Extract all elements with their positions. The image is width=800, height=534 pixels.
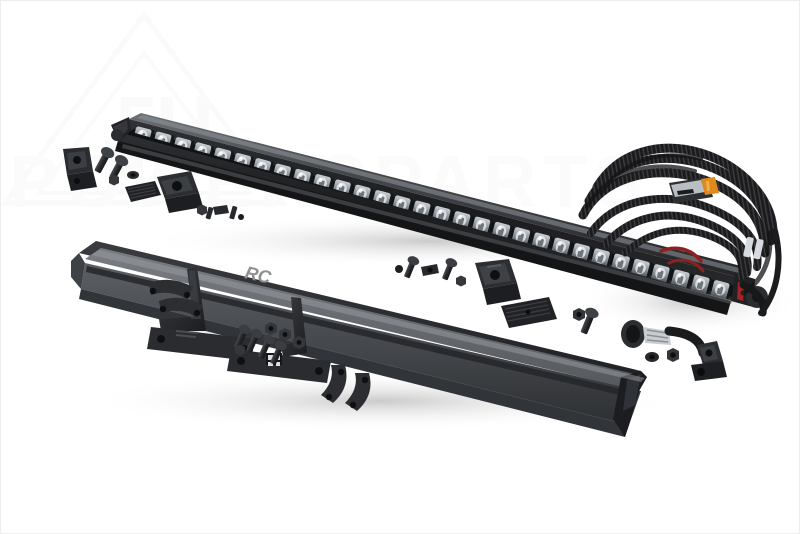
curved-shim-3: [321, 365, 347, 403]
curved-shim-2: [159, 297, 203, 317]
curved-shim-1: [149, 279, 193, 299]
hardware-cluster-bottom-right: [645, 341, 727, 381]
led-element: [690, 274, 713, 297]
wiring-harness: [578, 143, 782, 358]
l-bracket-1: [63, 147, 97, 191]
rubber-pad-small: [125, 181, 161, 202]
l-bracket-large: [475, 259, 521, 305]
grille-rail: RC: [71, 241, 647, 437]
rubber-pad-large: [501, 297, 557, 328]
curved-shim-4: [345, 373, 371, 411]
hardware-cluster-center: [395, 256, 599, 335]
curved-shims: [149, 279, 371, 411]
small-parts-row-1: [205, 205, 244, 220]
relay-connector: [669, 177, 719, 203]
led-light-bar: [111, 113, 768, 315]
hardware-cluster-upper-left: [63, 147, 244, 220]
led-element: [710, 280, 733, 301]
harness-plug: [621, 320, 708, 358]
hardware-cluster-lower: [234, 322, 305, 365]
bolt-set: [234, 324, 287, 365]
led-element: [650, 264, 673, 286]
led-element: [571, 243, 593, 265]
l-bracket-2: [157, 171, 203, 213]
nut-set: [235, 322, 305, 356]
l-bracket-3: [691, 341, 727, 381]
